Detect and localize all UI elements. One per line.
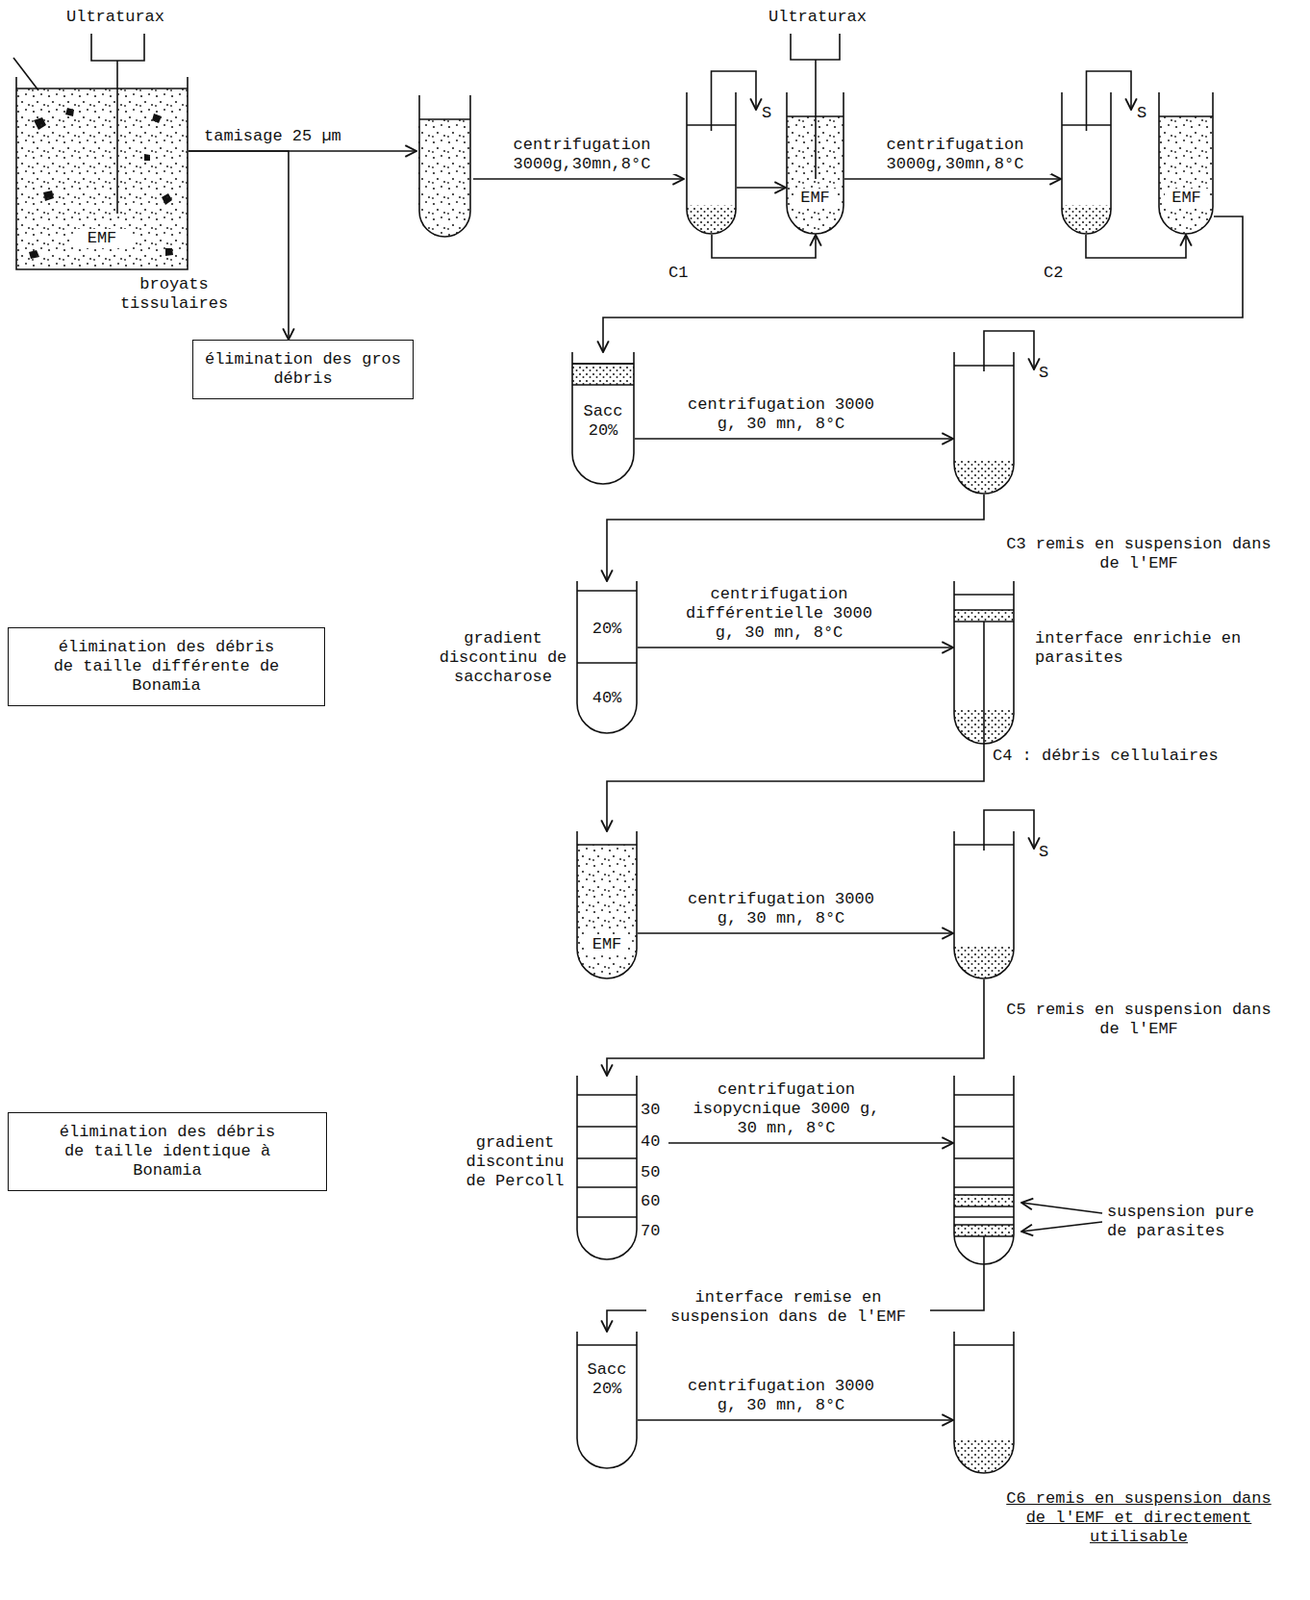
tube-label: C5 remis en suspension dans de l'EMF [994, 1000, 1284, 1039]
tube-label: S [1038, 842, 1053, 862]
tube: SC2 [1060, 92, 1112, 235]
tube-label: broyats tissulaires [101, 275, 247, 314]
flow-arrow [637, 1418, 954, 1421]
tube-outline [576, 580, 638, 734]
tube-label: C1 [668, 263, 696, 283]
tube: EMF [1158, 92, 1214, 235]
tube: C6 remis en suspension dans de l'EMF et … [953, 1331, 1015, 1474]
flow-arrow [1085, 234, 1186, 258]
step-text: élimination des débris de taille identiq… [54, 1122, 281, 1181]
beaker: EMFbroyats tissulaires [15, 76, 189, 271]
tube-label: S [1136, 103, 1151, 124]
tube: gradient discontinu de Percoll3040506070 [576, 1075, 669, 1260]
flow-arrow [603, 216, 1243, 353]
flow-arrow [473, 177, 684, 180]
tube-label: gradient discontinu de Percoll [458, 1133, 572, 1191]
tube-label: gradient discontinu de saccharose [434, 629, 572, 687]
edge-label: centrifugation 3000 g, 30 mn, 8°C [684, 395, 878, 434]
tube-outline [685, 92, 737, 235]
tube-outline [1158, 92, 1214, 235]
tube-label: Sacc 20% [579, 402, 628, 441]
tube-label: suspension pure de parasites [1107, 1202, 1281, 1241]
tube-label: EMF [585, 934, 629, 955]
flow-arrow [668, 1141, 954, 1144]
tube: Sacc 20% [576, 1331, 638, 1469]
tube-outline [953, 831, 1015, 980]
leader-arrow [1021, 1202, 1103, 1213]
label: centrifugation 3000g,30mn,8°C [485, 135, 679, 175]
tube: suspension pure de parasites [953, 1075, 1015, 1265]
edge-label: centrifugation 3000 g, 30 mn, 8°C [684, 1376, 878, 1415]
step-box: élimination des débris de taille identiq… [7, 1111, 328, 1191]
tube-label: 70 [640, 1221, 667, 1241]
flow-arrow [606, 494, 984, 581]
edge-label: centrifugation 3000g,30mn,8°C [858, 135, 1052, 175]
tube: EMF [576, 831, 638, 980]
step-text: élimination des débris de taille différe… [53, 637, 280, 696]
tube: SC5 remis en suspension dans de l'EMF [953, 831, 1015, 980]
tube-outline [576, 831, 638, 980]
flow-arrow [634, 437, 954, 440]
tube-label: C3 remis en suspension dans de l'EMF [994, 534, 1284, 574]
tube-outline [785, 92, 845, 235]
rod [13, 57, 39, 91]
flow-arrow [637, 932, 954, 934]
tube-outline [953, 352, 1015, 495]
tube: gradient discontinu de saccharose20%40% [576, 580, 638, 734]
tube-outline [953, 1331, 1015, 1474]
tube-label: 30 [640, 1100, 667, 1120]
flow-arrow [606, 979, 984, 1076]
edge-label: centrifugation isopycnique 3000 g, 30 mn… [687, 1080, 885, 1138]
liquid-level [419, 118, 471, 121]
tube-label: EMF [1164, 188, 1209, 208]
step-box: élimination des débris de taille différe… [7, 627, 326, 706]
tube-outline [1060, 92, 1112, 235]
suspension [418, 119, 471, 238]
edge-label: centrifugation 3000 g, 30 mn, 8°C [684, 889, 878, 929]
tube-outline [953, 580, 1015, 745]
flow-arrow [736, 186, 786, 189]
leader-arrow [1021, 1221, 1103, 1232]
tube-label: 50 [640, 1162, 667, 1183]
tube-outline [419, 95, 471, 237]
mixer-head [790, 33, 840, 60]
tube-label: C4 : débris cellulaires [992, 746, 1277, 766]
tube-label: 40 [640, 1132, 667, 1152]
tube-label: 20% [585, 619, 629, 639]
flow-arrow [637, 646, 954, 649]
tube-label: interface enrichie en parasites [1034, 629, 1271, 668]
tube-label: 40% [585, 688, 629, 708]
tube-label: Sacc 20% [582, 1360, 631, 1399]
edge-label: interface remise en suspension dans de l… [646, 1287, 931, 1327]
label: Ultraturax [755, 7, 881, 27]
tube-label: C2 [1043, 263, 1071, 283]
step-text: élimination des gros débris [201, 350, 405, 389]
tube-label: C6 remis en suspension dans de l'EMF et … [994, 1488, 1284, 1547]
tube: interface enrichie en parasitesC4 : débr… [953, 580, 1015, 745]
tube: EMF [785, 92, 845, 235]
tube-label: EMF [73, 228, 131, 249]
tube-label: S [1038, 363, 1053, 383]
tube: SC1 [685, 92, 737, 235]
edge-label: centrifugation différentielle 3000 g, 30… [678, 584, 881, 643]
flow-arrow [711, 234, 816, 258]
tube: Sacc 20% [571, 352, 635, 485]
mixer-head [91, 33, 145, 61]
tube-outline [953, 1075, 1015, 1265]
tube-label: EMF [793, 188, 837, 208]
label: Ultraturax [52, 7, 178, 27]
flow-arrow [844, 177, 1061, 180]
flow-arrow [606, 1264, 984, 1332]
tube: SC3 remis en suspension dans de l'EMF [953, 352, 1015, 495]
label: tamisage 25 µm [203, 126, 368, 147]
tube-outline [576, 1331, 638, 1469]
tube-label: 60 [640, 1191, 667, 1211]
step-box: élimination des gros débris [192, 339, 414, 400]
flow-arrow [606, 744, 984, 832]
tube-label: S [761, 103, 776, 124]
